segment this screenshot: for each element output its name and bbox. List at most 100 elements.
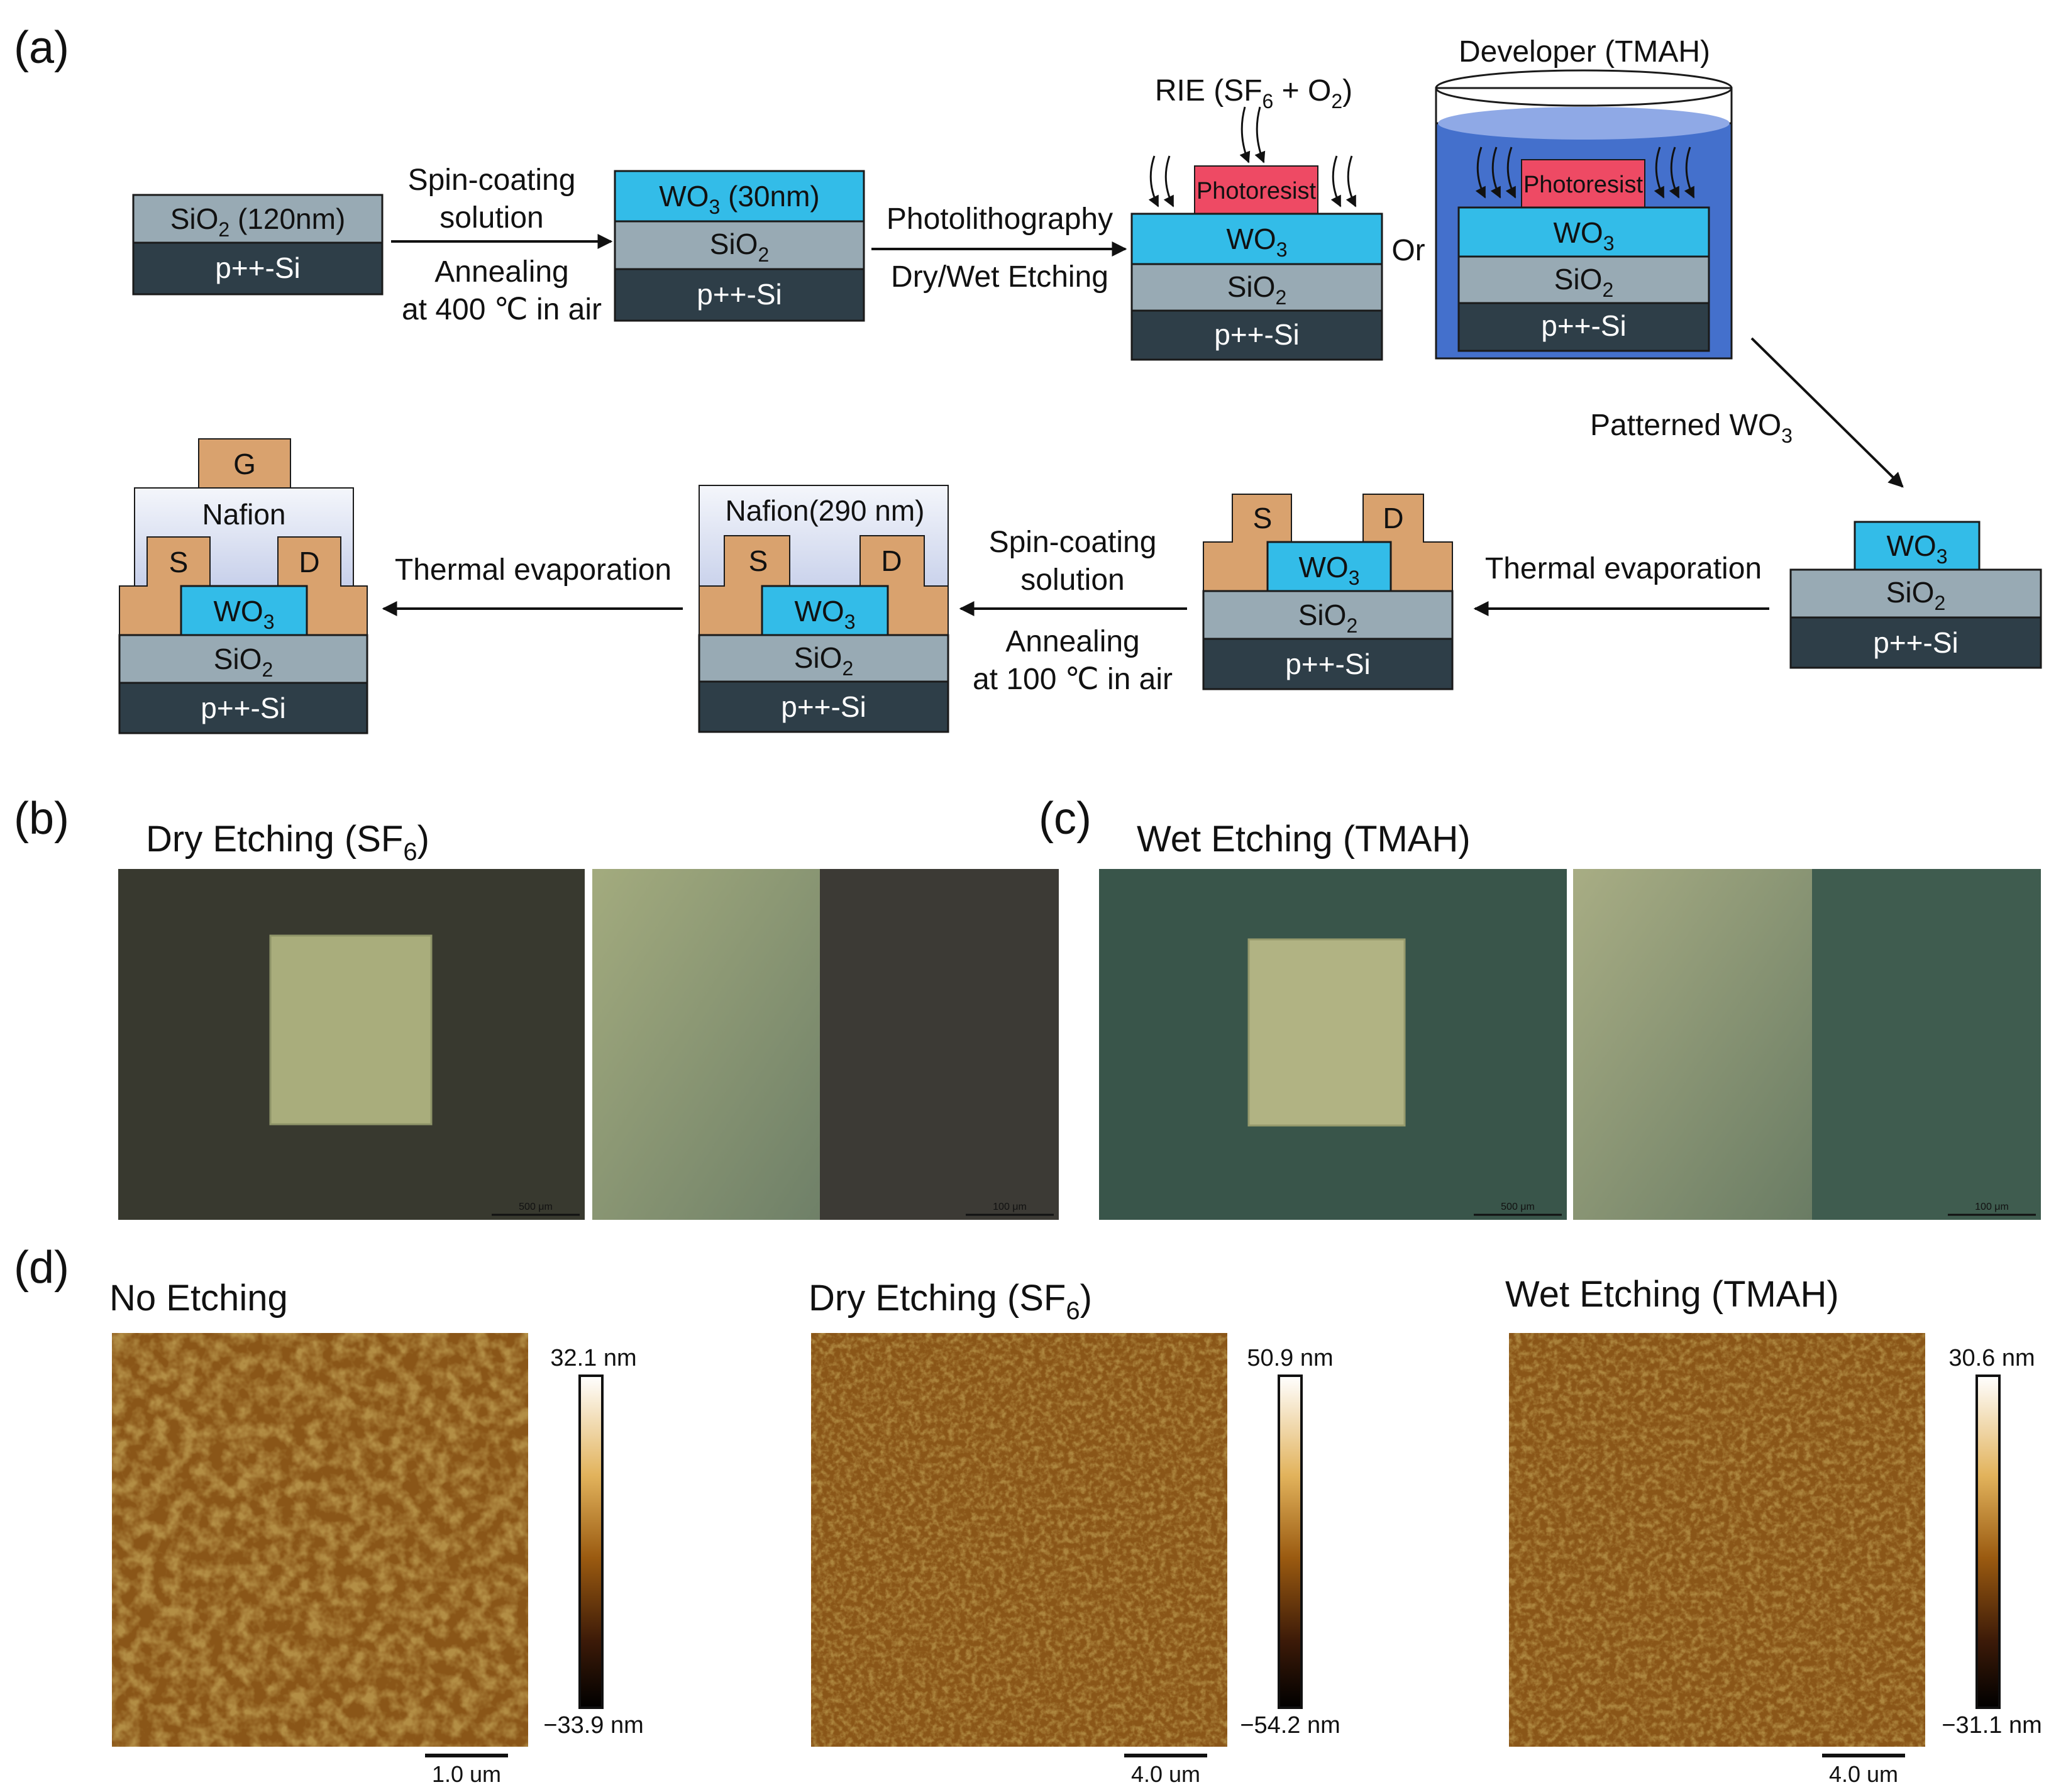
label-etching: Dry/Wet Etching — [891, 260, 1108, 294]
scale-bar-label: 500 μm — [1501, 1202, 1535, 1212]
panel-label-c: (c) — [1039, 794, 1091, 844]
layer-label: WO3 (30nm) — [659, 180, 819, 218]
layer-photoresist — [1194, 165, 1318, 214]
layer-label: WO3 — [1554, 216, 1615, 255]
layer-sio2 — [1457, 255, 1710, 304]
layer-sio2 — [118, 634, 368, 684]
stack-source-drain: S D WO3 SiO2 p++-Si — [1202, 494, 1454, 690]
liquid-surface — [1438, 107, 1730, 140]
label-developer: Developer (TMAH) — [1459, 35, 1710, 69]
layer-label: SiO2 — [214, 643, 273, 681]
layer-label: SiO2 — [1227, 270, 1286, 309]
wo3-pad — [1247, 938, 1406, 1127]
panel-label-d: (d) — [14, 1242, 69, 1293]
electrode-label: S — [169, 546, 189, 578]
label-thermal-evaporation: Thermal evaporation — [1485, 552, 1762, 585]
layer-wo3 — [180, 585, 308, 636]
afm-image-texture — [112, 1333, 528, 1747]
electrode-gate — [198, 438, 291, 489]
electrode-label: S — [1253, 502, 1273, 534]
label-photolithography: Photolithography — [887, 202, 1113, 236]
micrograph-wet-high-mag: 100 μm — [1573, 869, 2041, 1220]
layer-label: p++-Si — [1285, 648, 1371, 680]
label-solution: solution — [439, 201, 543, 235]
layer-photoresist — [1521, 159, 1645, 208]
afm-scale-label: 1.0 um — [432, 1761, 501, 1787]
label-annealing: Annealing — [1005, 625, 1140, 658]
stack-nafion: Nafion(290 nm) S D WO3 SiO2 p++-Si — [698, 485, 949, 733]
stack-wo3-deposited: WO3 (30nm) SiO2 p++-Si — [614, 170, 865, 322]
micrograph-wet-low-mag: 500 μm — [1099, 869, 1567, 1220]
layer-label: WO3 — [1299, 551, 1360, 589]
label-anneal-condition: at 100 ℃ in air — [973, 663, 1173, 696]
wo3-pad — [269, 934, 433, 1126]
layer-label: WO3 — [1887, 529, 1948, 568]
layer-sio2 — [1789, 568, 2042, 619]
wo3-region — [1573, 869, 1812, 1220]
afm-colorbar — [1975, 1374, 2001, 1709]
stack-rie: RIE (SF6 + O2) Photoresist WO3 SiO2 p++-… — [1130, 74, 1383, 361]
label-or: Or — [1391, 234, 1425, 267]
label-spin-coating: Spin-coating — [989, 526, 1157, 559]
arrow-patterned — [1750, 337, 1904, 488]
layer-label: Nafion — [202, 498, 286, 531]
stack-final-device: G Nafion S D WO3 SiO2 p++-Si — [118, 438, 368, 734]
colorbar-min: −54.2 nm — [1240, 1712, 1340, 1739]
layer-psi — [614, 268, 865, 322]
panel-label-b: (b) — [14, 794, 69, 844]
stack-patterned: WO3 SiO2 p++-Si — [1789, 521, 2042, 669]
layer-label: p++-Si — [697, 278, 782, 311]
afm-image-texture — [811, 1333, 1227, 1747]
layer-label: Photoresist — [1523, 172, 1644, 198]
layer-label: WO3 — [214, 595, 275, 633]
micrograph-dry-high-mag: 100 μm — [592, 869, 1059, 1220]
afm-title: Dry Etching (SF6) — [809, 1278, 1092, 1325]
tank-rim — [1435, 69, 1733, 107]
afm-image-texture — [1509, 1333, 1925, 1747]
layer-sio2 — [698, 634, 949, 683]
layer-wo3 — [761, 585, 889, 636]
layer-sio2-120 — [132, 194, 384, 244]
label-patterned-wo3: Patterned WO3 — [1590, 409, 1793, 447]
scale-bar-label: 500 μm — [519, 1202, 553, 1212]
electrode-label: D — [1383, 502, 1403, 534]
label-thermal-evaporation: Thermal evaporation — [395, 553, 671, 587]
afm-dry-etching: Dry Etching (SF6) 50.9 nm −54.2 nm 4.0 u… — [809, 1278, 1340, 1787]
layer-wo3 — [1130, 213, 1383, 265]
afm-scale-label: 4.0 um — [1829, 1761, 1898, 1787]
layer-label: p++-Si — [1541, 309, 1627, 342]
colorbar-min: −31.1 nm — [1942, 1712, 2042, 1739]
label-solution: solution — [1020, 563, 1124, 597]
layer-label: SiO2 — [1886, 576, 1945, 614]
panel-label-a: (a) — [14, 23, 69, 73]
label-spin-coating: Spin-coating — [408, 163, 576, 197]
electrode-label: G — [233, 448, 256, 480]
layer-label: Photoresist — [1196, 178, 1317, 204]
micrograph-dry-low-mag: 500 μm — [118, 869, 585, 1220]
layer-label: SiO2 — [794, 641, 853, 680]
layer-psi — [1202, 638, 1454, 690]
scale-bar-label: 100 μm — [993, 1202, 1027, 1212]
layer-label: SiO2 — [1298, 599, 1357, 637]
colorbar-max: 30.6 nm — [1948, 1345, 2035, 1371]
layer-psi — [1457, 302, 1710, 352]
afm-title: Wet Etching (TMAH) — [1505, 1274, 1839, 1315]
stack-initial: SiO2 (120nm) p++-Si — [132, 194, 384, 296]
layer-label: p++-Si — [781, 690, 866, 723]
label-anneal-condition: at 400 ℃ in air — [402, 293, 602, 326]
layer-wo3 — [1457, 206, 1710, 258]
layer-sio2 — [1130, 263, 1383, 312]
afm-colorbar — [578, 1374, 604, 1709]
afm-colorbar — [1278, 1374, 1303, 1709]
layer-psi — [1789, 616, 2042, 669]
title-wet-etching: Wet Etching (TMAH) — [1137, 819, 1471, 860]
afm-wet-etching: Wet Etching (TMAH) 30.6 nm −31.1 nm 4.0 … — [1505, 1274, 2042, 1787]
stack-tmah-tank: Developer (TMAH) Photoresist WO3 SiO2 p+… — [1435, 35, 1733, 360]
layer-label: p++-Si — [1214, 318, 1300, 351]
layer-wo3 — [1266, 541, 1392, 592]
label-rie: RIE (SF6 + O2) — [1155, 74, 1352, 113]
layer-label: p++-Si — [215, 252, 301, 284]
layer-psi — [1130, 309, 1383, 361]
colorbar-max: 50.9 nm — [1247, 1345, 1333, 1371]
